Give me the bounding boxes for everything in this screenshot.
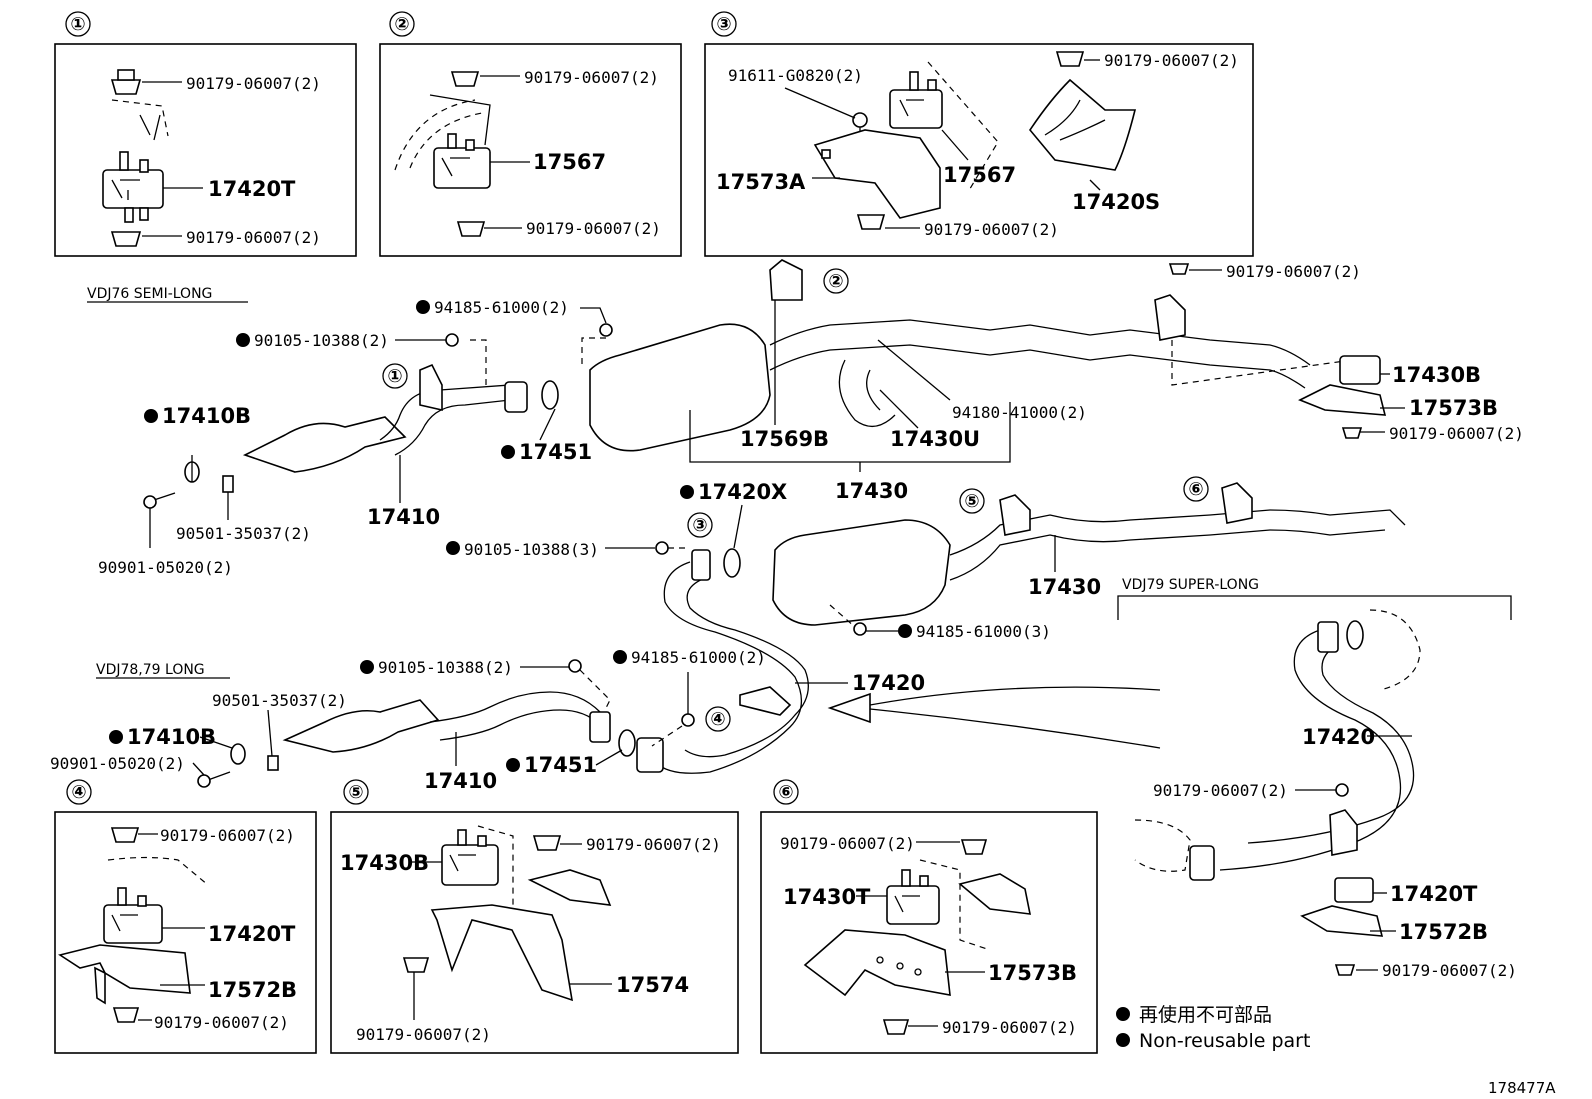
box-6-label-mount: 17430T xyxy=(783,885,871,909)
callout-4: ④ xyxy=(710,709,725,730)
callout-3: ③ xyxy=(692,515,707,536)
box-1-label-bottom: 90179-06007(2) xyxy=(186,228,321,247)
sul-label-0: 17420 xyxy=(1302,725,1375,749)
sul-label-3: 17572B xyxy=(1399,920,1488,944)
legend-text-jp: 再使用不可部品 xyxy=(1139,1004,1272,1026)
sl-label-5: 90501-35037(2) xyxy=(176,524,311,543)
box-3-label-bracket: 17573A xyxy=(716,170,806,194)
l-label-5: 90105-10388(2) xyxy=(378,658,513,677)
l-label-10: 17410 xyxy=(424,769,497,793)
box-4-label-bottom: 90179-06007(2) xyxy=(154,1013,289,1032)
l-label-0: 17420X xyxy=(698,480,787,504)
box-5-label-mount: 17430B xyxy=(340,851,429,875)
detail-box-4: ④ 90179-06007(2) 17420T 17572B 90179-060… xyxy=(54,779,317,1054)
sl-label-11: 90179-06007(2) xyxy=(1226,262,1361,281)
sl-label-7: 17569B xyxy=(740,427,829,451)
box-2-label-mount: 17567 xyxy=(533,150,606,174)
l-label-3: 94185-61000(3) xyxy=(916,622,1051,641)
detail-box-1: ① 90179-06007(2) 17420T 90179-06007(2) xyxy=(54,11,357,257)
section-semi-long-title: VDJ76 SEMI-LONG xyxy=(87,286,212,302)
box-3-label-bolt: 91611-G0820(2) xyxy=(728,66,863,85)
box-1-label-mount: 17420T xyxy=(208,177,296,201)
callout-1: ① xyxy=(387,366,402,387)
sl-label-2: 17410B xyxy=(162,404,251,428)
sl-label-12: 17430B xyxy=(1392,363,1481,387)
sl-label-6: 90901-05020(2) xyxy=(98,558,233,577)
callout-6: ⑥ xyxy=(1188,479,1203,500)
box-2-label-top: 90179-06007(2) xyxy=(524,68,659,87)
legend-bullet-icon xyxy=(1116,1033,1130,1047)
box-3-label-top: 90179-06007(2) xyxy=(1104,51,1239,70)
detail-box-3: ③ 91611-G0820(2) 90179-06007(2) 17573A 1… xyxy=(704,11,1254,257)
sl-label-10: 17430 xyxy=(835,479,908,503)
detail-box-2: ② 90179-06007(2) 17567 90179-06007(2) xyxy=(379,11,682,257)
section-semi-long: VDJ76 SEMI-LONG xyxy=(87,259,1524,577)
sl-label-3: 17451 xyxy=(519,440,592,464)
sl-label-8: 17430U xyxy=(890,427,980,451)
box-5-label-bottom: 90179-06007(2) xyxy=(356,1025,491,1044)
sul-label-4: 90179-06007(2) xyxy=(1382,961,1517,980)
sl-label-0: 94185-61000(2) xyxy=(434,298,569,317)
detail-box-5: ⑤ 17430B 90179-06007(2) 17574 90179-0600… xyxy=(330,779,739,1054)
legend-bullet-icon xyxy=(1116,1007,1130,1021)
box-5-label-top: 90179-06007(2) xyxy=(586,835,721,854)
sl-label-9: 94180-41000(2) xyxy=(952,403,1087,422)
callout-2: ② xyxy=(828,271,843,292)
box-1-number: ① xyxy=(70,14,85,35)
legend: 再使用不可部品 Non-reusable part xyxy=(1116,1004,1310,1052)
box-2-number: ② xyxy=(394,14,409,35)
section-long-title: VDJ78,79 LONG xyxy=(96,662,205,678)
l-label-6: 94185-61000(2) xyxy=(631,648,766,667)
figure-id: 178477A xyxy=(1488,1079,1556,1097)
l-label-11: 17451 xyxy=(524,753,597,777)
box-3-label-mount: 17567 xyxy=(943,163,1016,187)
box-4-label-top: 90179-06007(2) xyxy=(160,826,295,845)
box-6-label-bracket: 17573B xyxy=(988,961,1077,985)
sl-label-1: 90105-10388(2) xyxy=(254,331,389,350)
box-3-number: ③ xyxy=(716,14,731,35)
detail-box-6: ⑥ 90179-06007(2) 17430T 17573B 90179-060… xyxy=(760,779,1098,1054)
box-6-label-bottom: 90179-06007(2) xyxy=(942,1018,1077,1037)
section-super-long-title: VDJ79 SUPER-LONG xyxy=(1122,577,1259,593)
box-6-number: ⑥ xyxy=(778,782,793,803)
sl-label-13: 17573B xyxy=(1409,396,1498,420)
callout-5: ⑤ xyxy=(964,491,979,512)
sul-label-1: 90179-06007(2) xyxy=(1153,781,1288,800)
box-3-label-bottom: 90179-06007(2) xyxy=(924,220,1059,239)
box-5-number: ⑤ xyxy=(348,782,363,803)
box-6-label-top: 90179-06007(2) xyxy=(780,834,915,853)
box-3-label-shield: 17420S xyxy=(1072,190,1160,214)
l-label-9: 90901-05020(2) xyxy=(50,754,185,773)
sul-label-2: 17420T xyxy=(1390,882,1478,906)
l-label-7: 90501-35037(2) xyxy=(212,691,347,710)
box-5-label-bracket: 17574 xyxy=(616,973,689,997)
box-4-number: ④ xyxy=(71,782,86,803)
l-label-2: 17430 xyxy=(1028,575,1101,599)
legend-text-en: Non-reusable part xyxy=(1139,1030,1310,1052)
l-label-1: 90105-10388(3) xyxy=(464,540,599,559)
sl-label-4: 17410 xyxy=(367,505,440,529)
box-4-label-mount: 17420T xyxy=(208,922,296,946)
box-2-label-bottom: 90179-06007(2) xyxy=(526,219,661,238)
section-super-long: VDJ79 SUPER-LONG 17420 90179-06007(2) 17… xyxy=(1117,577,1517,980)
sl-label-14: 90179-06007(2) xyxy=(1389,424,1524,443)
box-4-label-bracket: 17572B xyxy=(208,978,297,1002)
box-1-label-top: 90179-06007(2) xyxy=(186,74,321,93)
l-label-8: 17410B xyxy=(127,725,216,749)
l-label-4: 17420 xyxy=(852,671,925,695)
section-long: VDJ78,79 LONG xyxy=(50,476,1406,793)
